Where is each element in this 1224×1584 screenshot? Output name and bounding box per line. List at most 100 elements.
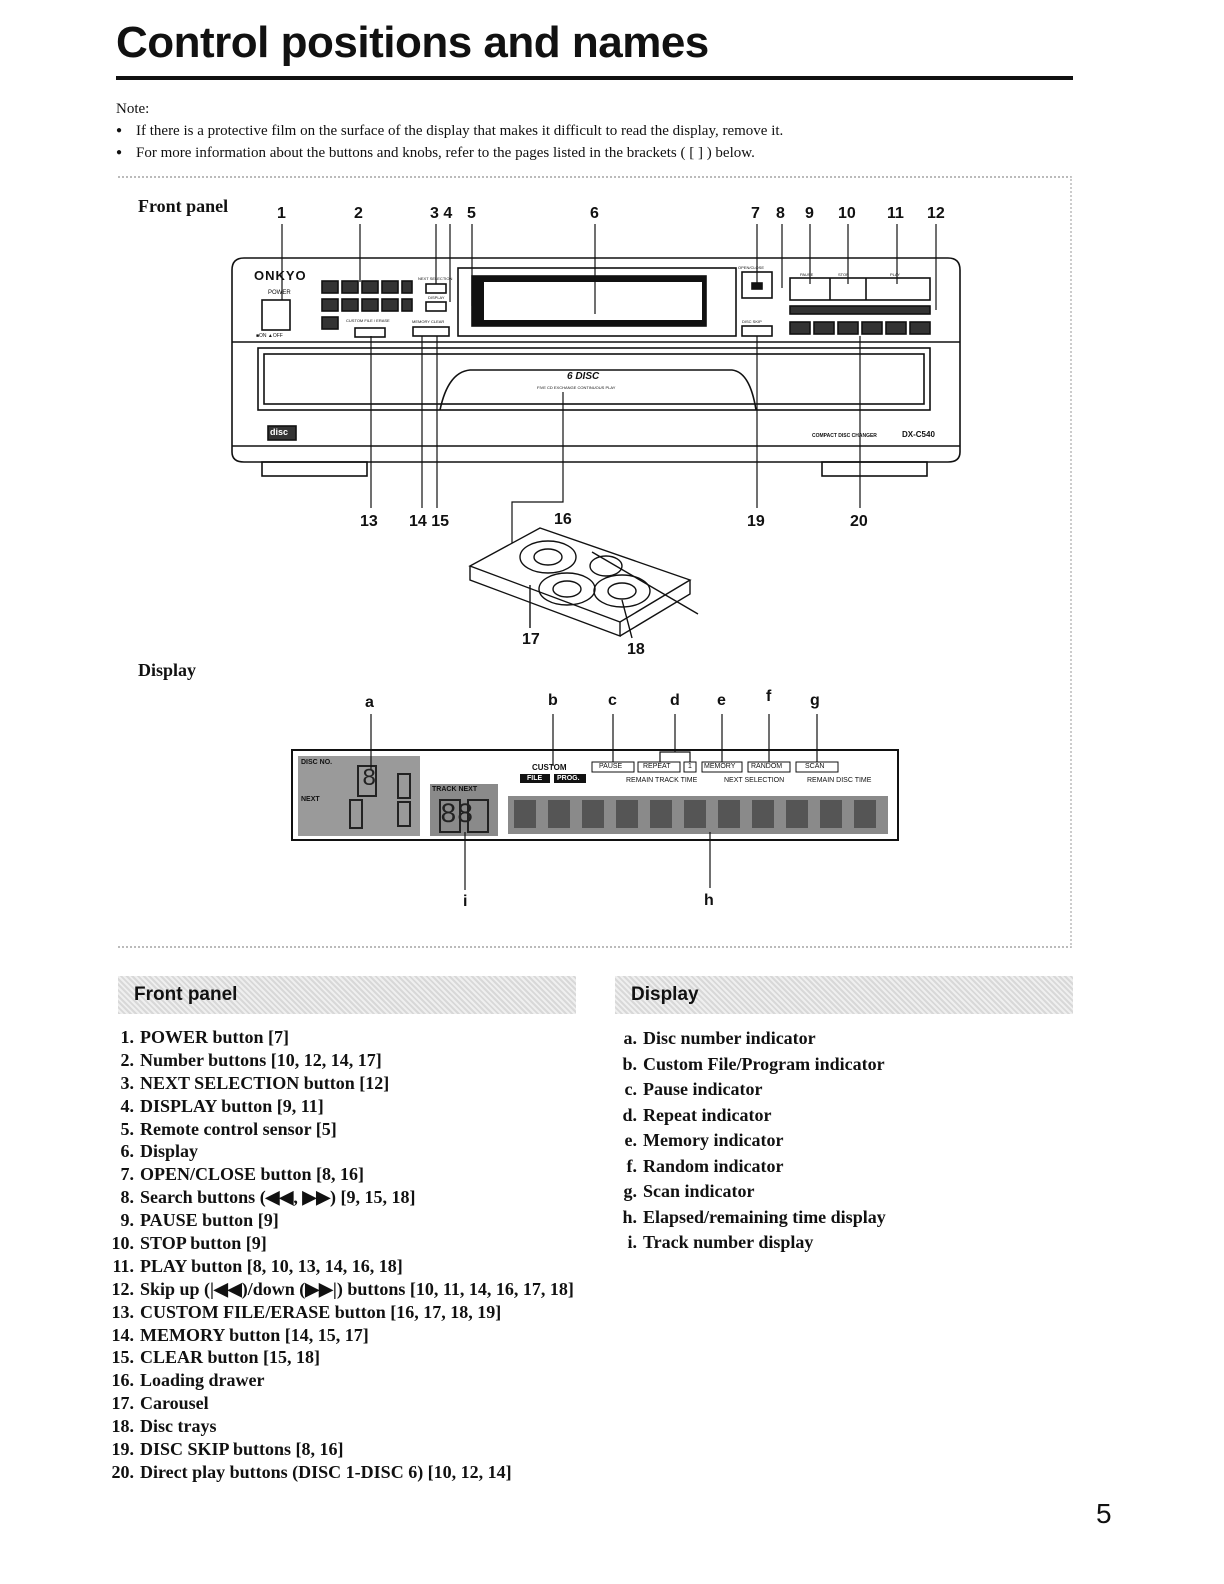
carousel-tray	[519, 540, 577, 574]
list-item: b.Custom File/Program indicator	[622, 1053, 885, 1074]
callout-1: 1	[277, 205, 286, 222]
list-item: 18.Disc trays	[111, 1416, 217, 1437]
cd-changer-body	[231, 257, 961, 463]
list-item: c.Pause indicator	[624, 1079, 763, 1099]
loading-drawer-illustration	[468, 527, 699, 639]
note-item: For more information about the buttons a…	[116, 142, 1076, 164]
callout-d: d	[670, 692, 680, 709]
front-panel-list: 1.POWER button [7] 2.Number buttons [10,…	[104, 1026, 594, 1484]
time-digits	[514, 800, 876, 828]
pause-label: PAUSE	[800, 272, 814, 277]
left-foot	[261, 461, 368, 477]
list-item: 17.Carousel	[111, 1393, 209, 1414]
six-disc-label: 6 DISC	[567, 371, 600, 382]
list-item: 8.Search buttons (◀◀, ▶▶) [9, 15, 18]	[120, 1187, 416, 1208]
page-number: 5	[1096, 1498, 1112, 1529]
list-item: 13.CUSTOM FILE/ERASE button [16, 17, 18,…	[111, 1301, 502, 1322]
callout-f: f	[766, 688, 772, 705]
list-item: i.Track number display	[627, 1232, 814, 1252]
callout-16: 16	[554, 511, 572, 528]
callout-18: 18	[627, 641, 645, 658]
callout-7: 7	[751, 205, 760, 222]
transport-panel	[789, 277, 931, 301]
lcd-next: NEXT	[301, 796, 320, 803]
disc-skip-button	[741, 325, 773, 337]
lcd-remain-track-time: REMAIN TRACK TIME	[626, 777, 698, 784]
lcd-custom: CUSTOM	[532, 763, 567, 772]
list-item: h.Elapsed/remaining time display	[622, 1206, 886, 1227]
list-item: d.Repeat indicator	[622, 1104, 772, 1125]
display-button	[425, 301, 447, 312]
open-close-label: OPEN/CLOSE	[738, 265, 765, 270]
list-item: 15.CLEAR button [15, 18]	[111, 1347, 321, 1368]
list-item: 12.Skip up (|◀◀)/down (▶▶|) buttons [10,…	[111, 1278, 574, 1299]
direct-play-buttons	[789, 305, 931, 335]
list-item: f.Random indicator	[626, 1155, 784, 1176]
callout-h: h	[704, 892, 714, 909]
title-rule	[116, 76, 1073, 80]
prog-indicator	[554, 774, 586, 783]
list-item: 4.DISPLAY button [9, 11]	[120, 1095, 324, 1116]
display-button-label: DISPLAY	[428, 295, 445, 300]
lcd-prog: PROG.	[557, 775, 580, 782]
custom-file-label: CUSTOM FILE / ERASE	[346, 318, 390, 323]
lcd-memory: MEMORY	[704, 763, 736, 770]
power-button	[261, 299, 291, 331]
list-item: a.Disc number indicator	[623, 1028, 816, 1048]
power-label: POWER	[268, 290, 291, 296]
callout-17: 17	[522, 631, 540, 648]
track-number-area	[430, 784, 498, 836]
list-item: 10.STOP button [9]	[111, 1233, 267, 1254]
list-item: 16.Loading drawer	[111, 1370, 265, 1391]
lcd-track-digits: 88	[440, 800, 474, 831]
list-item: g.Scan indicator	[623, 1181, 755, 1201]
next-selection-label: NEXT SELECTION	[418, 276, 453, 281]
list-item: 2.Number buttons [10, 12, 14, 17]	[120, 1049, 382, 1070]
front-panel-figure-label: Front panel	[138, 196, 229, 216]
callout-a: a	[365, 694, 374, 711]
memory-clear-buttons	[412, 326, 450, 337]
lcd-repeat-one: 1	[688, 763, 692, 770]
lcd-random: RANDOM	[751, 763, 783, 770]
list-item: 20.Direct play buttons (DISC 1-DISC 6) […	[111, 1461, 512, 1482]
note-item: If there is a protective film on the sur…	[116, 120, 1076, 142]
right-foot	[821, 461, 928, 477]
callout-19: 19	[747, 513, 765, 530]
page-title: Control positions and names	[116, 18, 709, 67]
list-item: 11.PLAY button [8, 10, 13, 14, 16, 18]	[112, 1255, 403, 1276]
lcd-pause: PAUSE	[599, 763, 623, 770]
lcd-disc-no: DISC NO.	[301, 759, 333, 766]
note-label: Note:	[116, 101, 150, 117]
number-buttons	[321, 280, 413, 330]
display-heading: Display	[615, 976, 1073, 1014]
brand-logo: ONKYO	[254, 268, 307, 283]
callout-8: 8	[776, 205, 785, 222]
tray-front-lip	[439, 369, 757, 411]
figure-frame	[118, 176, 1072, 948]
repeat-indicator	[637, 761, 681, 773]
callout-e: e	[717, 692, 726, 709]
callout-b: b	[548, 692, 558, 709]
model-number: DX-C540	[902, 430, 935, 439]
callout-6: 6	[590, 205, 599, 222]
callout-g: g	[810, 692, 820, 709]
list-item: 6.Display	[120, 1141, 199, 1162]
memory-clear-label: MEMORY CLEAR	[412, 319, 445, 324]
list-item: e.Memory indicator	[624, 1130, 784, 1150]
callout-10: 10	[838, 205, 856, 222]
six-disc-sublabel: FIVE CD EXCHANGE CONTINUOUS PLAY	[537, 385, 616, 390]
lcd-repeat: REPEAT	[643, 763, 671, 770]
display-list: a.Disc number indicator b.Custom File/Pr…	[607, 1026, 1007, 1256]
next-selection-button	[425, 283, 447, 294]
list-item: 9.PAUSE button [9]	[120, 1210, 279, 1231]
lcd-big-digit: 8	[362, 766, 377, 793]
disc-skip-label: DISC SKIP	[742, 319, 762, 324]
callout-2: 2	[354, 205, 363, 222]
note-block: Note: If there is a protective film on t…	[116, 98, 1076, 164]
disc-tray	[593, 574, 651, 608]
callout-i: i	[463, 893, 468, 910]
callout-3-4: 3 4	[430, 205, 453, 222]
custom-file-button	[354, 327, 386, 338]
front-panel-heading: Front panel	[118, 976, 576, 1014]
